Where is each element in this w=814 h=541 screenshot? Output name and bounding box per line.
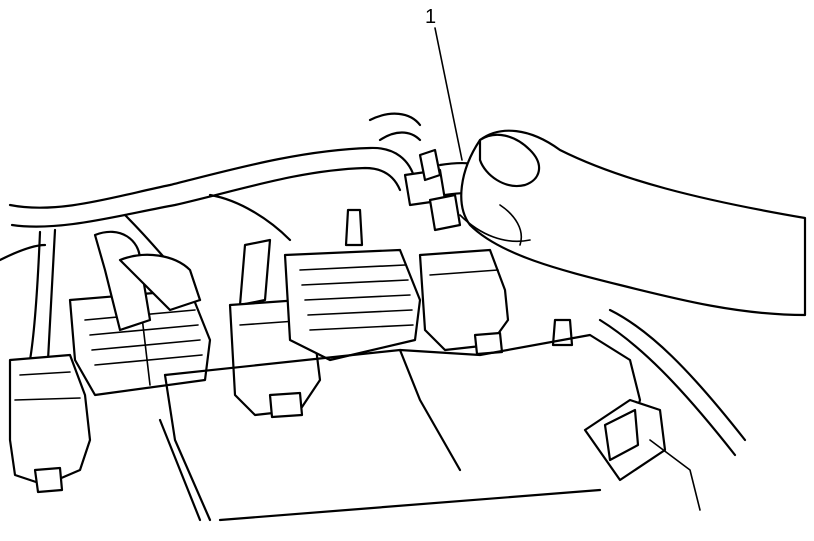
plug-boot-left <box>93 230 202 332</box>
ignition-coil-left <box>8 353 92 494</box>
coil-housing-ribs-left <box>68 288 212 397</box>
ignition-coil-right <box>418 248 510 356</box>
hose-right <box>598 308 747 457</box>
callout-label-1: 1 <box>425 6 436 28</box>
coil-housing-ribs-center <box>283 248 422 362</box>
bracket-right <box>583 398 701 511</box>
cylinder-head-cover <box>158 333 642 522</box>
hose-clamp <box>403 148 517 232</box>
hand <box>459 129 807 317</box>
callout-leader <box>434 27 463 161</box>
